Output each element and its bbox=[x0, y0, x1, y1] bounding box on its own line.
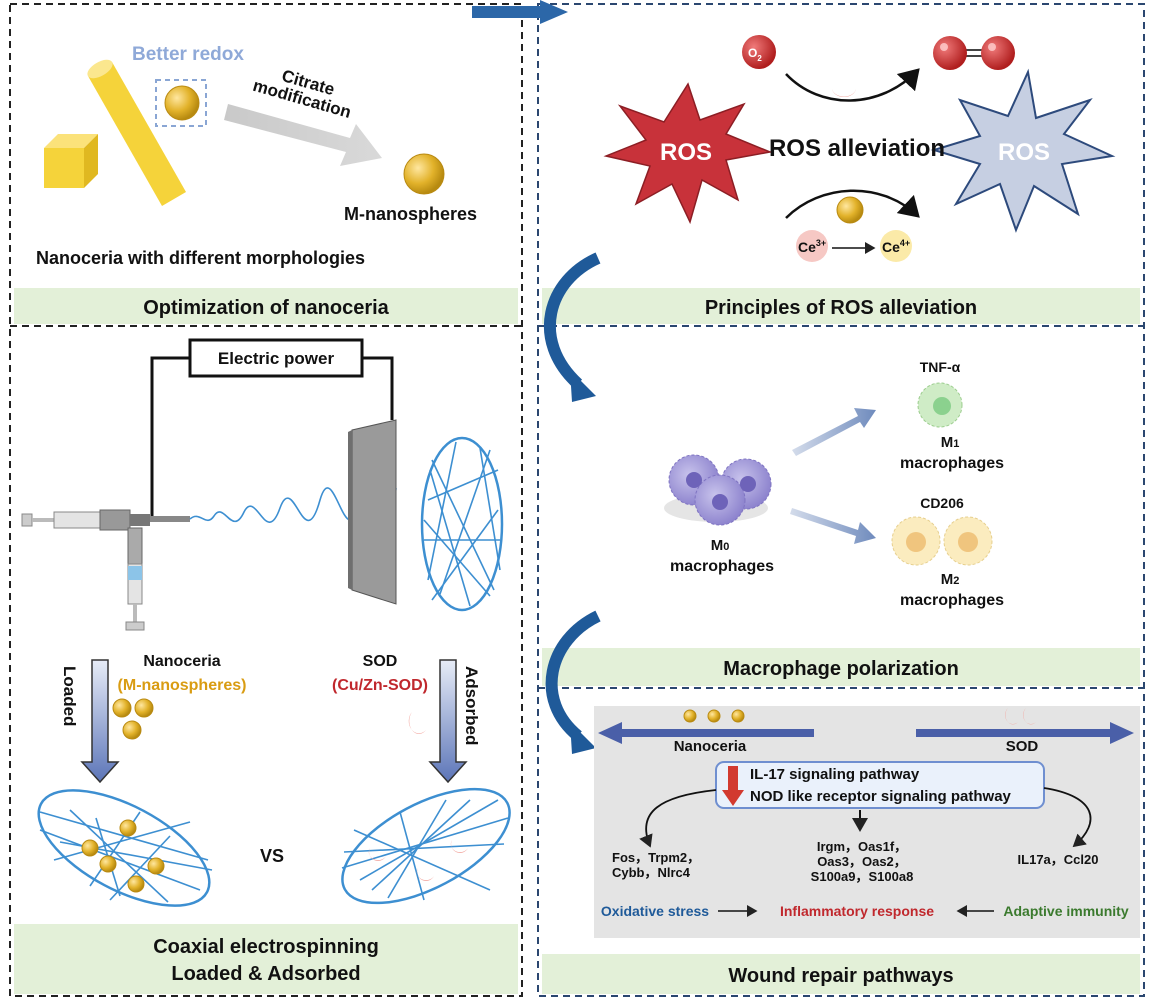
oxidative-stress-label: Oxidative stress bbox=[601, 903, 709, 919]
selection-box bbox=[155, 79, 207, 127]
ros-red-starburst bbox=[603, 82, 773, 225]
m-nanospheres-paren-label: (M-nanospheres) bbox=[118, 677, 247, 694]
superoxide-label: O2 bbox=[748, 46, 762, 63]
modification-arrow bbox=[224, 104, 382, 166]
nanorod-icon bbox=[87, 59, 186, 206]
section-title-polarization: Macrophage polarization bbox=[723, 658, 959, 680]
ros-diagram bbox=[603, 35, 1116, 262]
genes-mid-line2: Oas3，Oas2， bbox=[817, 854, 907, 869]
pathway-panel bbox=[594, 706, 1140, 938]
arrow-to-m1 bbox=[792, 408, 876, 456]
m2-label: M2 bbox=[941, 571, 960, 588]
oxygen-molecule-icon bbox=[933, 36, 1015, 70]
adaptive-immunity-label: Adaptive immunity bbox=[1003, 903, 1128, 919]
cu-zn-sod-label: (Cu/Zn-SOD) bbox=[332, 677, 428, 694]
ce4-circle bbox=[880, 230, 912, 262]
section-title-ros: Principles of ROS alleviation bbox=[705, 297, 977, 319]
m-nanosphere-icon bbox=[403, 153, 445, 195]
adsorbed-fiber-mat bbox=[341, 787, 511, 905]
arrow-to-m2 bbox=[790, 508, 876, 544]
ros-blue-starburst bbox=[930, 68, 1116, 233]
vs-label: VS bbox=[260, 846, 284, 866]
inflammatory-response-label: Inflammatory response bbox=[780, 903, 934, 919]
cube-icon bbox=[44, 134, 98, 188]
cd206-label: CD206 bbox=[920, 495, 964, 511]
m0-macrophage-cells bbox=[668, 454, 772, 526]
pathway-box bbox=[715, 761, 1045, 809]
morphologies-caption: Nanoceria with different morphologies bbox=[36, 248, 365, 268]
section-title-electrospinning-2: Loaded & Adsorbed bbox=[171, 963, 360, 985]
top-connector-arrow bbox=[472, 0, 568, 24]
nanosphere-icon bbox=[164, 85, 200, 121]
m0-macrophages-label: macrophages bbox=[670, 558, 774, 575]
ce3-label: Ce3+ bbox=[798, 238, 826, 255]
il17-pathway-label: IL-17 signaling pathway bbox=[750, 766, 920, 783]
m0-label: M0 bbox=[711, 537, 730, 554]
electric-power-label: Electric power bbox=[218, 349, 335, 368]
tnf-label: TNF-α bbox=[920, 359, 961, 375]
syringe-vertical-icon bbox=[125, 527, 145, 631]
m1-macrophages-label: macrophages bbox=[900, 455, 1004, 472]
nanoceria-arrow bbox=[598, 722, 814, 744]
electric-power-box bbox=[188, 338, 364, 378]
sod-pathway-label: SOD bbox=[1006, 738, 1039, 755]
fiber-mat-icon bbox=[420, 436, 504, 612]
genes-left-line2: Cybb，Nlrc4 bbox=[612, 865, 691, 880]
section-title-electrospinning-1: Coaxial electrospinning bbox=[153, 936, 379, 958]
genes-right: IL17a，Ccl20 bbox=[1018, 852, 1099, 867]
ros-red-label: ROS bbox=[660, 139, 712, 166]
adsorbed-arrow bbox=[428, 659, 468, 784]
ce4-label: Ce4+ bbox=[882, 238, 910, 255]
genes-mid-line3: S100a9，S100a8 bbox=[811, 869, 914, 884]
loaded-arrow bbox=[80, 659, 120, 784]
title-bands bbox=[14, 288, 1140, 994]
sod-arrow bbox=[916, 722, 1134, 744]
loaded-label: Loaded bbox=[60, 666, 79, 726]
loaded-fiber-mat bbox=[37, 789, 213, 907]
nanoceria-particle-icon bbox=[836, 196, 864, 224]
nanoceria-morphologies bbox=[44, 59, 445, 206]
genes-mid-line1: Irgm，Oas1f， bbox=[817, 839, 907, 854]
sod-enzyme-icon-left bbox=[408, 712, 426, 734]
m1-label: M1 bbox=[941, 434, 960, 451]
section-title-wound: Wound repair pathways bbox=[728, 965, 953, 987]
collector-plate bbox=[351, 419, 397, 605]
superoxide-icon bbox=[742, 35, 776, 69]
curve-arrow-2 bbox=[545, 610, 601, 741]
nanoceria-pathway-label: Nanoceria bbox=[674, 738, 747, 755]
m2-macrophages-label: macrophages bbox=[900, 592, 1004, 609]
ce3-circle bbox=[796, 230, 828, 262]
syringe-horizontal-icon bbox=[21, 509, 190, 531]
sod-enzyme-icon bbox=[832, 88, 856, 97]
macrophage-diagram bbox=[543, 252, 993, 754]
adsorbed-label: Adsorbed bbox=[462, 666, 481, 745]
panel-borders bbox=[9, 3, 1145, 997]
nanoceria-label: Nanoceria bbox=[143, 653, 220, 670]
genes-left-line1: Fos，Trpm2， bbox=[612, 850, 700, 865]
downregulation-arrow bbox=[722, 766, 744, 806]
sod-label: SOD bbox=[363, 653, 398, 670]
ros-blue-label: ROS bbox=[998, 139, 1050, 166]
m-nanospheres-label: M-nanospheres bbox=[344, 204, 477, 224]
nod-pathway-label: NOD like receptor signaling pathway bbox=[750, 788, 1012, 805]
better-redox-label: Better redox bbox=[132, 44, 244, 65]
section-title-optimization: Optimization of nanoceria bbox=[143, 297, 389, 319]
curve-arrow-1 bbox=[543, 252, 601, 389]
ros-alleviation-label: ROS alleviation bbox=[769, 135, 945, 162]
electrospinning-setup bbox=[21, 338, 511, 907]
